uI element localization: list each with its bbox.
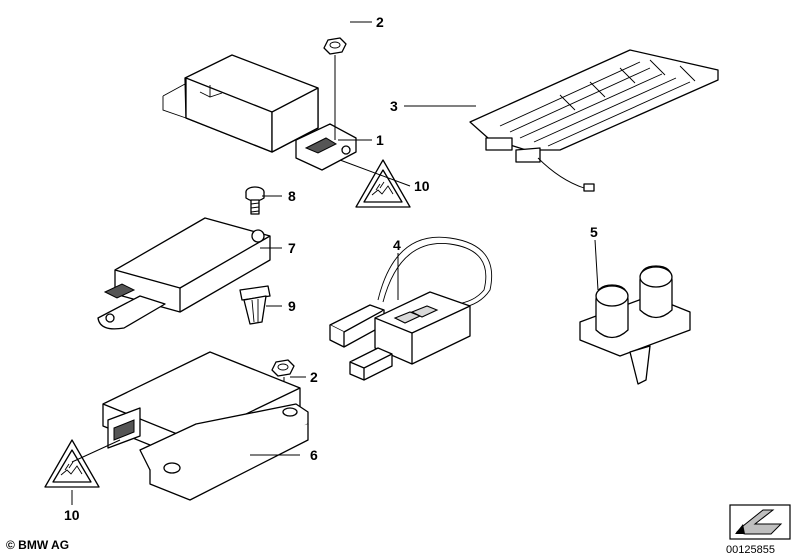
leader-lines	[71, 21, 599, 505]
satellite-sensor-unit[interactable]	[102, 351, 309, 501]
diagram-number: 00125855	[726, 544, 775, 556]
hex-nut-top[interactable]	[323, 37, 347, 140]
navigation-arrow-icon[interactable]	[729, 504, 791, 540]
callout-5: 5	[590, 224, 598, 240]
callout-2-lower: 2	[310, 369, 318, 385]
adapter-lead[interactable]	[329, 236, 493, 381]
screw[interactable]	[245, 186, 265, 215]
callout-10-bottom: 10	[64, 507, 80, 523]
callout-8: 8	[288, 188, 296, 204]
callout-2-top: 2	[376, 14, 384, 30]
warning-label-bottom[interactable]	[44, 439, 100, 488]
callout-9: 9	[288, 298, 296, 314]
callout-3: 3	[390, 98, 398, 114]
warning-label-top[interactable]	[355, 159, 411, 208]
airbag-control-unit[interactable]	[162, 54, 357, 171]
callout-1: 1	[376, 132, 384, 148]
callout-10-top: 10	[414, 178, 430, 194]
callout-labels: 1 2 2 3 4 5 6 7 8 9 10 10	[64, 14, 598, 523]
callout-7: 7	[288, 240, 296, 256]
callout-4: 4	[393, 237, 401, 253]
side-impact-sensor[interactable]	[97, 217, 271, 330]
double-cable-clip[interactable]	[579, 265, 691, 385]
copyright-text: © BMW AG	[6, 538, 70, 552]
seat-occupancy-sensor-mat[interactable]	[469, 49, 719, 192]
callout-6: 6	[310, 447, 318, 463]
expanding-nut[interactable]	[239, 285, 271, 325]
